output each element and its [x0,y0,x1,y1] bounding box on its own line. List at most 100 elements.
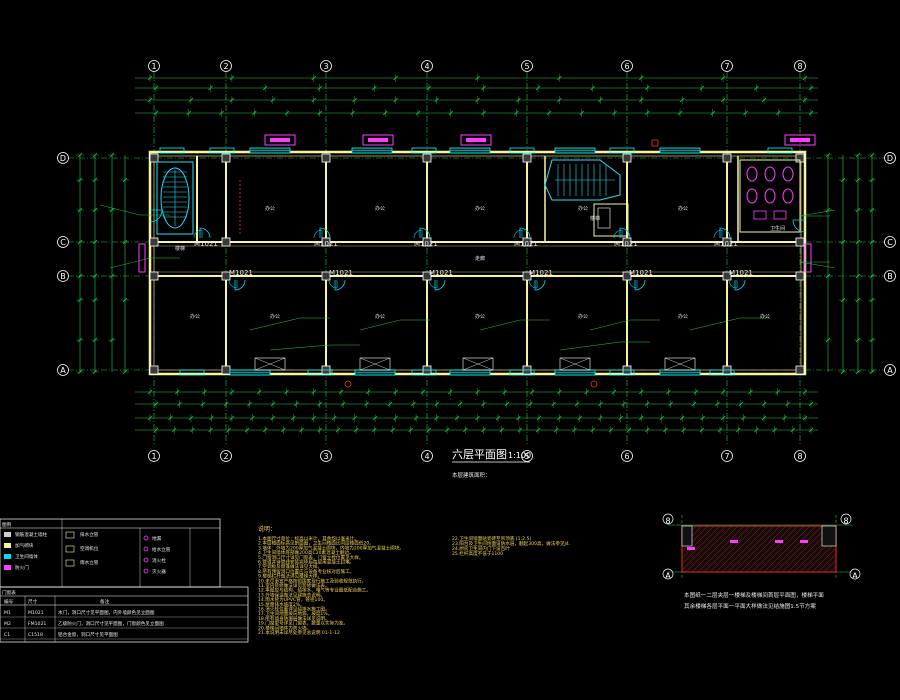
axis-label-3: 3 [323,452,328,461]
dimension-ticks [76,74,876,434]
room-label: 办公 [760,313,770,320]
note-line: 15.屋面排水坡度2%。 [258,601,305,608]
table-cell: 乙级防火门，洞口尺寸见平面图，门窗颜色见立面图 [58,620,164,627]
red-markers [239,139,659,388]
table-cell: 铝合金窗，洞口尺寸见平面图 [58,631,118,638]
door-tag: M1021 [714,240,738,248]
room-label: 办公 [270,313,280,320]
note-line: 7.空调板及雨篷做法详见大样。 [258,563,322,570]
room-label: 楼梯 [175,245,185,252]
note-line: 9.楼梯栏杆做法详见楼梯大样。 [258,573,322,580]
door-tag: M1021 [314,240,338,248]
legend-item: 消火栓 [152,557,166,564]
axis-bubble-1 [148,60,160,72]
table-header-cell: 备注 [100,598,110,605]
note-line: 20.楼梯间墙体为防火墙。 [258,624,311,631]
drawing-title: 六层平面图 [452,448,507,461]
axis-label-D: D [60,154,66,163]
axis-bubble-C [57,236,69,248]
legend-item: 给水立管 [152,546,171,553]
axis-label-A: A [60,366,66,375]
room-label: 办公 [375,205,385,212]
axis-bubble-5 [521,60,533,72]
axis-label-C: C [887,238,893,247]
axis-bubble-B [57,270,69,282]
note-line: 13.外墙保温做法见建施总说明。 [258,591,325,598]
axis-label-1: 1 [151,452,156,461]
room-label: 走廊 [475,255,485,262]
axis-bubble-D [884,152,896,164]
room-label: 办公 [578,205,588,212]
note-line: 5.门窗洞口尺寸详见门窗表，门窗立樘位置见大样。 [258,554,363,561]
note-line: 3.墙体：外墙为200厚加气混凝土砌块，内墙为200厚加气混凝土砌块。 [258,544,404,551]
room-labels: 办公办公办公办公楼梯办公卫生间办公办公办公办公办公办公办公楼梯走廊 [175,205,785,320]
note-line: 25.栏杆高度不低于1100 [452,550,503,557]
note-line: 10.未尽事宜严格按照国家现行施工及验收规范执行。 [258,577,366,584]
note-line: 12.本图应与结构、给排水、电气等专业图纸配合施工。 [258,587,371,594]
axis-label-1: 1 [151,62,156,71]
room-label: 办公 [578,313,588,320]
note-line: 2.本层楼面标高见剖面图，卫生间楼面比同层楼面低20。 [258,540,374,547]
axis-bubble-8 [794,450,806,462]
axis-label-2: 2 [223,62,228,71]
legend-item: 地漏 [152,535,162,542]
legend-item: 加气砌块 [15,542,34,549]
structural-columns [149,153,805,375]
table-cell: FM1021 [28,621,46,627]
note-line: 4.卫生间墙体底部做200高C20素混凝土翻边。 [258,549,354,556]
room-label: 办公 [678,313,688,320]
axis-bubble-C [884,236,896,248]
legend-item: 灭火器 [152,569,166,575]
door-tag: M1021 [629,269,653,277]
door-tag: M1021 [529,269,553,277]
legend-item: 卫生间墙体 [15,553,38,560]
design-notes: 说明： 1.本图尺寸单位：标高以米计，其余均以毫米计。2.本层楼面标高见剖面图，… [258,525,570,636]
room-label: 办公 [265,205,275,212]
note-line: 18.所有墙身防潮层做法详见说明。 [258,615,330,622]
axis-label-2: 2 [223,452,228,461]
note-line: 19.门窗型号详见门窗表，数量以实际为准。 [258,620,348,627]
table-cell: M1021 [28,610,44,616]
table-cell: 木门，洞口尺寸见平面图，内外墙颜色见立面图 [58,609,155,616]
axis-label-A: A [887,366,893,375]
table-cell: M1 [4,610,11,616]
axis-bubble-B [884,270,896,282]
room-label: 办公 [375,313,385,320]
note-line: 14.雨水管为UPVC管，管径100。 [258,596,328,603]
axis-bubble-4 [421,60,433,72]
axis-label-B: B [887,272,893,281]
toilet-fixtures [739,159,801,233]
axis-bubble-4 [421,450,433,462]
legend-item: 空调机位 [80,545,99,552]
legend-item: 防火门 [15,564,29,571]
stair-detail: 8 8 A A 本图纸一二层夹层一楼梯及楼梯间首层平面图，楼梯平面 其余楼梯各层… [662,513,861,610]
axis-label-D: D [887,154,893,163]
room-label: 楼梯 [590,215,600,222]
drawing-scale: 1:100 [508,451,531,460]
axis-label-8: 8 [797,452,802,461]
axis-label-B: B [60,272,66,281]
notes-header: 说明： [258,525,276,533]
note-line: 17.卫生间地面坡向地漏，坡度1%。 [258,610,332,617]
exterior-windows [138,134,816,376]
axis-bubble-1 [148,450,160,462]
door-tag: M1021 [194,240,218,248]
legend-item: 雨水立管 [80,559,99,566]
table-cell: C1518 [28,632,43,638]
table-cell: C1 [4,632,10,638]
axis-label-C: C [60,238,66,247]
axis-bubble-5 [521,450,533,462]
door-tag: M1021 [429,269,453,277]
door-tag: M1021 [414,240,438,248]
axis-bubble-A [57,364,69,376]
legend-header: 图例 [2,521,12,528]
room-label: 办公 [475,205,485,212]
axis-label-6: 6 [624,452,629,461]
axis-bubble-6 [621,60,633,72]
axis-bubble-A [884,364,896,376]
detail-axis-1: 8 [665,517,670,526]
legend-item: 排水立管 [80,531,99,538]
note-line: 6.管道井待管线安装完毕后每层用混凝土封堵。 [258,559,354,566]
note-line: 1.本图尺寸单位：标高以米计，其余均以毫米计。 [258,535,359,542]
